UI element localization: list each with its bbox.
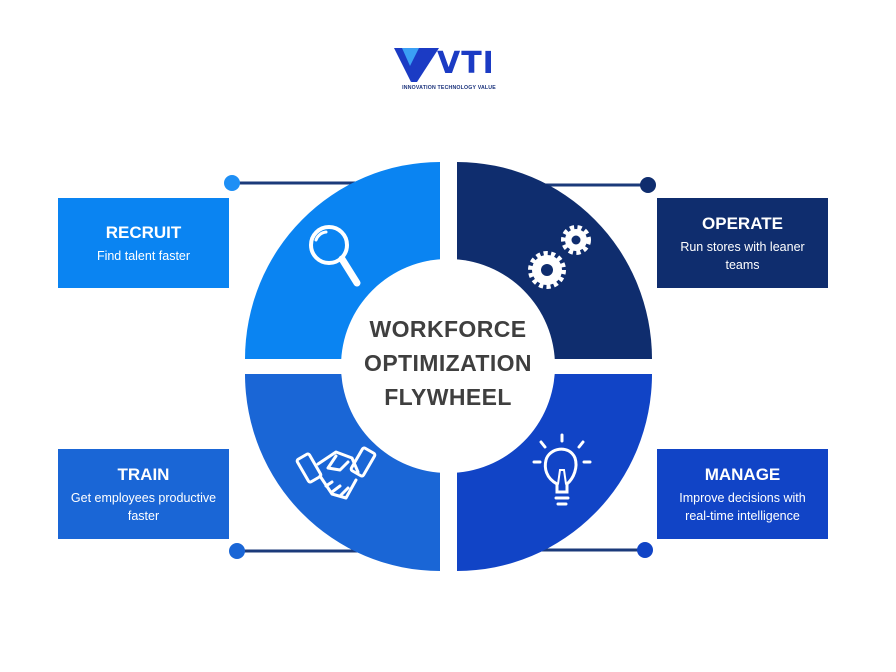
center-hub xyxy=(341,259,555,473)
operate-title: OPERATE xyxy=(702,213,783,233)
vti-logo-mark xyxy=(394,48,439,82)
connector-train xyxy=(229,543,370,559)
train-card: TRAIN Get employees productive faster xyxy=(58,449,229,539)
lightbulb-icon xyxy=(532,433,592,506)
train-title: TRAIN xyxy=(117,464,170,484)
handshake-icon xyxy=(295,446,377,500)
logo-wordmark: VTI xyxy=(437,46,495,81)
recruit-card: RECRUIT Find talent faster xyxy=(58,198,229,288)
operate-card: OPERATE Run stores with leaner teams xyxy=(657,198,828,288)
manage-title: MANAGE xyxy=(704,464,781,484)
manage-description: Improve decisions with real-time intelli… xyxy=(679,490,806,523)
gears-icon xyxy=(528,225,591,289)
operate-description: Run stores with leaner teams xyxy=(680,239,805,272)
manage-card: MANAGE Improve decisions with real-time … xyxy=(657,449,828,539)
recruit-description: Find talent faster xyxy=(96,248,191,263)
magnifier-icon xyxy=(309,225,361,287)
connector-recruit xyxy=(224,175,370,191)
train-description: Get employees productive faster xyxy=(70,490,217,523)
logo-tagline: INNOVATION TECHNOLOGY VALUE xyxy=(402,85,496,91)
vti-logo: VTI INNOVATION TECHNOLOGY VALUE xyxy=(393,44,505,100)
recruit-title: RECRUIT xyxy=(105,222,182,242)
flywheel-title: WORKFORCE OPTIMIZATION FLYWHEEL xyxy=(364,316,532,410)
